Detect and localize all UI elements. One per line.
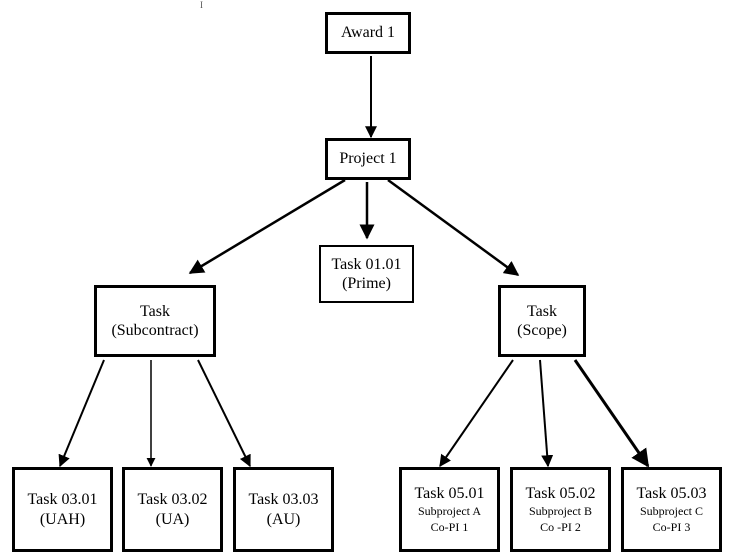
node-project-label: Project 1 — [339, 150, 397, 168]
node-task-0502-id: Task 05.02 — [525, 484, 596, 502]
node-project: Project 1 — [325, 138, 411, 180]
node-task-0303: Task 03.03 (AU) — [233, 467, 334, 552]
node-task-0501: Task 05.01 Subproject A Co-PI 1 — [399, 467, 500, 552]
node-task-0501-copi: Co-PI 1 — [430, 520, 469, 535]
node-task-0301: Task 03.01 (UAH) — [12, 467, 113, 552]
node-task-scope-label: Task — [527, 302, 557, 320]
node-task-subcontract-desc: (Subcontract) — [111, 322, 199, 339]
node-task-0503-id: Task 05.03 — [636, 484, 707, 502]
edge-scope-0502 — [539, 359, 554, 468]
node-task-subcontract: Task (Subcontract) — [94, 285, 216, 357]
edge-subcontract-0303 — [197, 359, 251, 468]
node-task-0303-id: Task 03.03 — [248, 491, 319, 509]
edge-project-scope — [387, 178, 520, 277]
node-task-0503: Task 05.03 Subproject C Co-PI 3 — [621, 467, 722, 552]
node-task-prime-desc: (Prime) — [342, 275, 391, 292]
node-task-0501-id: Task 05.01 — [414, 484, 485, 502]
node-task-0502-copi: Co -PI 2 — [540, 520, 581, 535]
node-task-prime: Task 01.01 (Prime) — [319, 245, 414, 303]
edge-subcontract-0301 — [58, 359, 105, 468]
node-task-0302-desc: (UA) — [155, 510, 190, 528]
node-task-0303-desc: (AU) — [266, 510, 301, 528]
node-task-0503-copi: Co-PI 3 — [652, 520, 691, 535]
edge-scope-0503 — [573, 359, 650, 468]
node-task-0501-subproject: Subproject A — [418, 503, 481, 518]
node-task-prime-id: Task 01.01 — [331, 255, 402, 273]
node-task-scope-desc: (Scope) — [517, 322, 567, 339]
node-task-0502: Task 05.02 Subproject B Co -PI 2 — [510, 467, 611, 552]
edge-project-subcontract — [188, 178, 346, 275]
node-task-0503-subproject: Subproject C — [640, 503, 703, 518]
text-cursor-icon: I — [200, 0, 203, 10]
node-award: Award 1 — [325, 12, 411, 54]
node-task-0302: Task 03.02 (UA) — [122, 467, 223, 552]
edge-scope-0501 — [439, 359, 514, 467]
node-task-0301-desc: (UAH) — [39, 510, 86, 528]
node-award-label: Award 1 — [340, 24, 396, 42]
node-task-0502-subproject: Subproject B — [529, 503, 592, 518]
node-task-subcontract-label: Task — [140, 302, 170, 320]
node-task-scope: Task (Scope) — [498, 285, 586, 357]
node-task-0302-id: Task 03.02 — [137, 491, 208, 509]
node-task-0301-id: Task 03.01 — [27, 491, 98, 509]
